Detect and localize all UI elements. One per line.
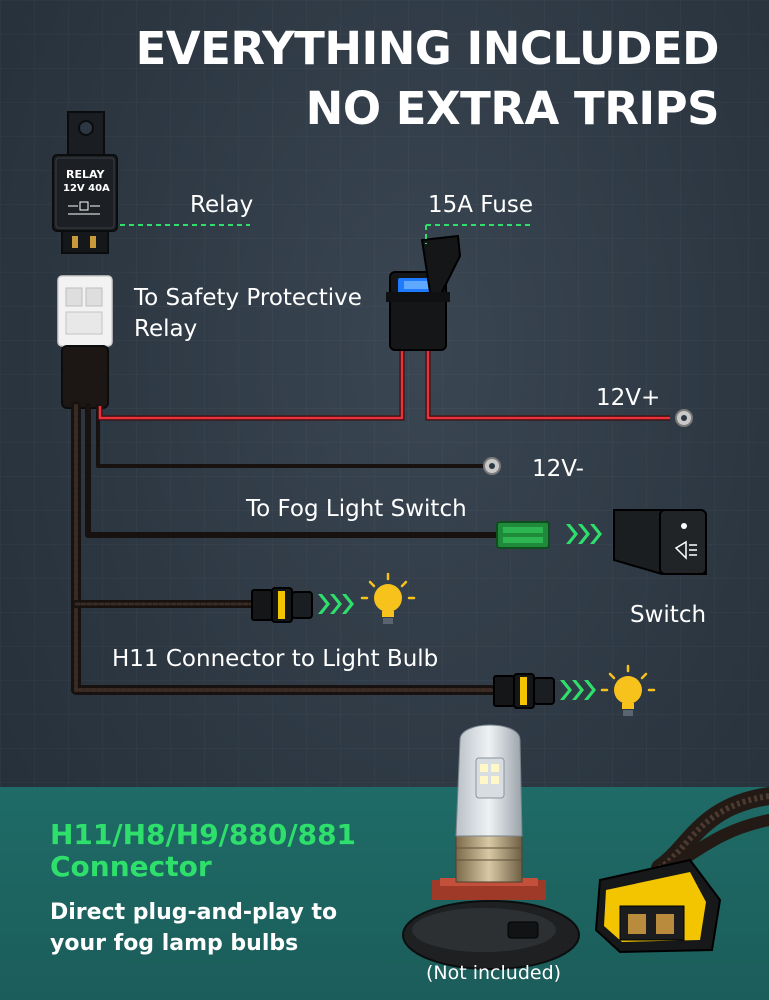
relay-title: RELAY [66,168,105,181]
headline-line-1: EVERYTHING INCLUDED [135,22,720,75]
chevron-arrow-icon-bulb-1 [318,594,354,614]
light-bulb-icon [600,664,656,716]
fuse-holder [386,234,462,351]
not-included-note: (Not included) [426,962,562,984]
chevron-arrow-icon-bulb-2 [560,680,596,700]
relay-component [52,111,118,254]
fuse-label: 15A Fuse [428,192,533,218]
light-bulb-icon [360,572,416,624]
led-bulb [402,724,580,970]
h11-connector-2 [493,673,555,709]
connector-title-line-1: H11/H8/H9/880/881 [50,818,357,851]
chevron-arrow-icon-switch [566,524,602,544]
relay-label: Relay [190,192,254,218]
safety-relay-label-line-2: Relay [134,316,198,342]
relay-rating: 12V 40A [63,183,110,194]
positive-label: 12V+ [596,385,661,411]
safety-relay-label-line-1: To Safety Protective [134,285,362,311]
wiring-diagram [52,111,707,716]
safety-relay-connector [57,275,113,409]
fog-switch-label: To Fog Light Switch [246,496,467,522]
h11-socket-connector [594,858,722,954]
connector-description-line-1: Direct plug-and-play to [50,900,338,925]
switch-label: Switch [630,602,707,628]
connector-title-line-2: Connector [50,850,212,883]
h11-connector-1 [251,587,313,623]
connector-description-line-2: your fog lamp bulbs [50,931,299,956]
positive-ring-terminal [675,409,693,427]
headline-line-2: NO EXTRA TRIPS [305,82,720,135]
fog-light-switch [613,509,707,575]
wire-harness [71,401,503,695]
switch-connector [496,521,550,549]
h11-connector-label: H11 Connector to Light Bulb [112,646,439,672]
negative-ring-terminal [483,457,501,475]
negative-label: 12V- [532,456,584,482]
positive-red-wire [97,348,670,421]
